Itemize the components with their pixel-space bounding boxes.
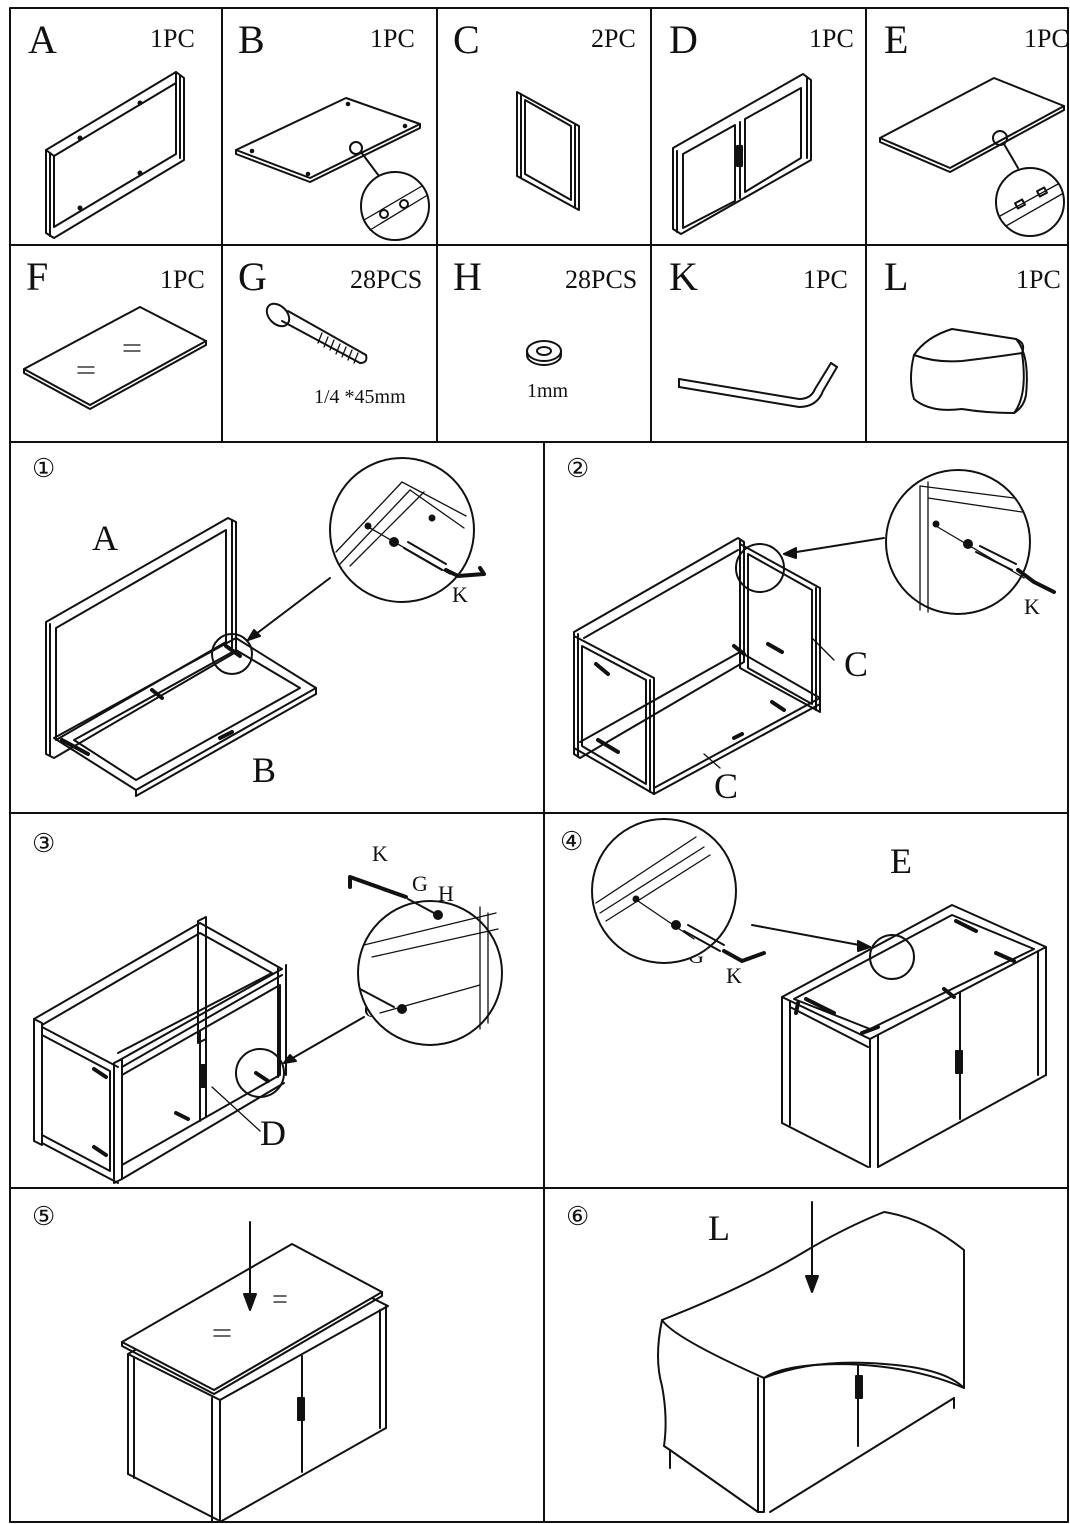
part-a-cell: A 1PC	[10, 8, 222, 245]
step-2-panel: ② C C H G K	[544, 442, 1068, 813]
step-5-drawing	[121, 1221, 389, 1522]
part-quantity: 1PC	[160, 265, 205, 294]
step-number: ⑥	[566, 1202, 590, 1231]
part-quantity: 1PC	[803, 265, 848, 294]
part-h-cell: H 28PCS 1mm	[437, 245, 651, 442]
step-number: ②	[566, 454, 590, 483]
callout-cover: L	[708, 1208, 730, 1248]
side-frame-c-drawing	[516, 91, 580, 211]
step-number: ①	[32, 454, 56, 483]
callout-key: K	[452, 582, 468, 607]
part-letter: L	[884, 254, 909, 299]
part-quantity: 1PC	[1016, 265, 1061, 294]
bolt-g-drawing	[265, 302, 368, 364]
hex-key-k-drawing	[678, 362, 838, 408]
part-letter: D	[669, 17, 698, 62]
part-quantity: 2PC	[591, 24, 636, 53]
callout-side-front: C	[714, 766, 739, 806]
step-4-panel: ④ E H G K	[544, 813, 1068, 1188]
step-number: ③	[32, 829, 56, 858]
top-panel-e-drawing	[879, 77, 1065, 237]
washer-spec: 1mm	[527, 380, 569, 402]
part-d-cell: D 1PC	[651, 8, 866, 245]
part-c-cell: C 2PC	[437, 8, 651, 245]
step-4-drawing	[591, 818, 1047, 1168]
part-k-cell: K 1PC	[651, 245, 866, 442]
washer-h-drawing	[526, 340, 562, 366]
callout-side-back: C	[844, 644, 869, 684]
cover-l-drawing	[910, 328, 1028, 414]
part-letter: E	[884, 17, 909, 62]
part-letter: H	[453, 254, 482, 299]
part-letter: K	[669, 254, 698, 299]
part-e-cell: E 1PC	[866, 8, 1069, 245]
callout-top: E	[890, 841, 912, 881]
part-b-cell: B 1PC	[222, 8, 437, 245]
part-quantity: 1PC	[370, 24, 415, 53]
part-letter: B	[238, 17, 265, 62]
part-quantity: 28PCS	[565, 265, 638, 294]
part-f-cell: F 1PC	[10, 245, 222, 442]
step-number: ⑤	[32, 1202, 56, 1231]
part-letter: F	[26, 254, 49, 299]
step-6-drawing	[657, 1201, 965, 1513]
part-g-cell: G 28PCS 1/4 *45mm	[222, 245, 437, 442]
callout-key: K	[1024, 594, 1040, 619]
bolt-spec: 1/4 *45mm	[314, 386, 406, 408]
callout-washer-top: H	[438, 881, 454, 906]
part-quantity: 1PC	[1024, 24, 1069, 53]
part-quantity: 1PC	[150, 24, 195, 53]
step-1-drawing	[45, 457, 486, 797]
callout-base: B	[252, 750, 277, 790]
callout-door: D	[260, 1113, 286, 1153]
part-l-cell: L 1PC	[866, 245, 1068, 442]
part-letter: C	[453, 17, 480, 62]
step-5-panel: ⑤ F	[10, 1188, 544, 1522]
step-3-panel: ③ D K G H G H	[10, 813, 544, 1188]
callout-frame: A	[92, 518, 118, 558]
callout-key: K	[372, 841, 388, 866]
part-quantity: 1PC	[809, 24, 854, 53]
door-frame-d-drawing	[672, 73, 812, 235]
part-quantity: 28PCS	[350, 265, 423, 294]
callout-bolt-top: G	[412, 871, 428, 896]
part-letter: A	[28, 17, 57, 62]
step-6-panel: ⑥ L	[544, 1188, 1068, 1522]
base-panel-b-drawing	[235, 97, 430, 241]
callout-key: K	[726, 963, 742, 988]
step-2-drawing	[573, 469, 1056, 795]
part-letter: G	[238, 254, 267, 299]
frame-a-drawing	[45, 71, 185, 239]
step-1-panel: ① A B H G K	[10, 442, 544, 813]
glass-panel-f-drawing	[23, 306, 207, 410]
step-3-drawing	[33, 875, 503, 1184]
step-number: ④	[560, 827, 584, 856]
